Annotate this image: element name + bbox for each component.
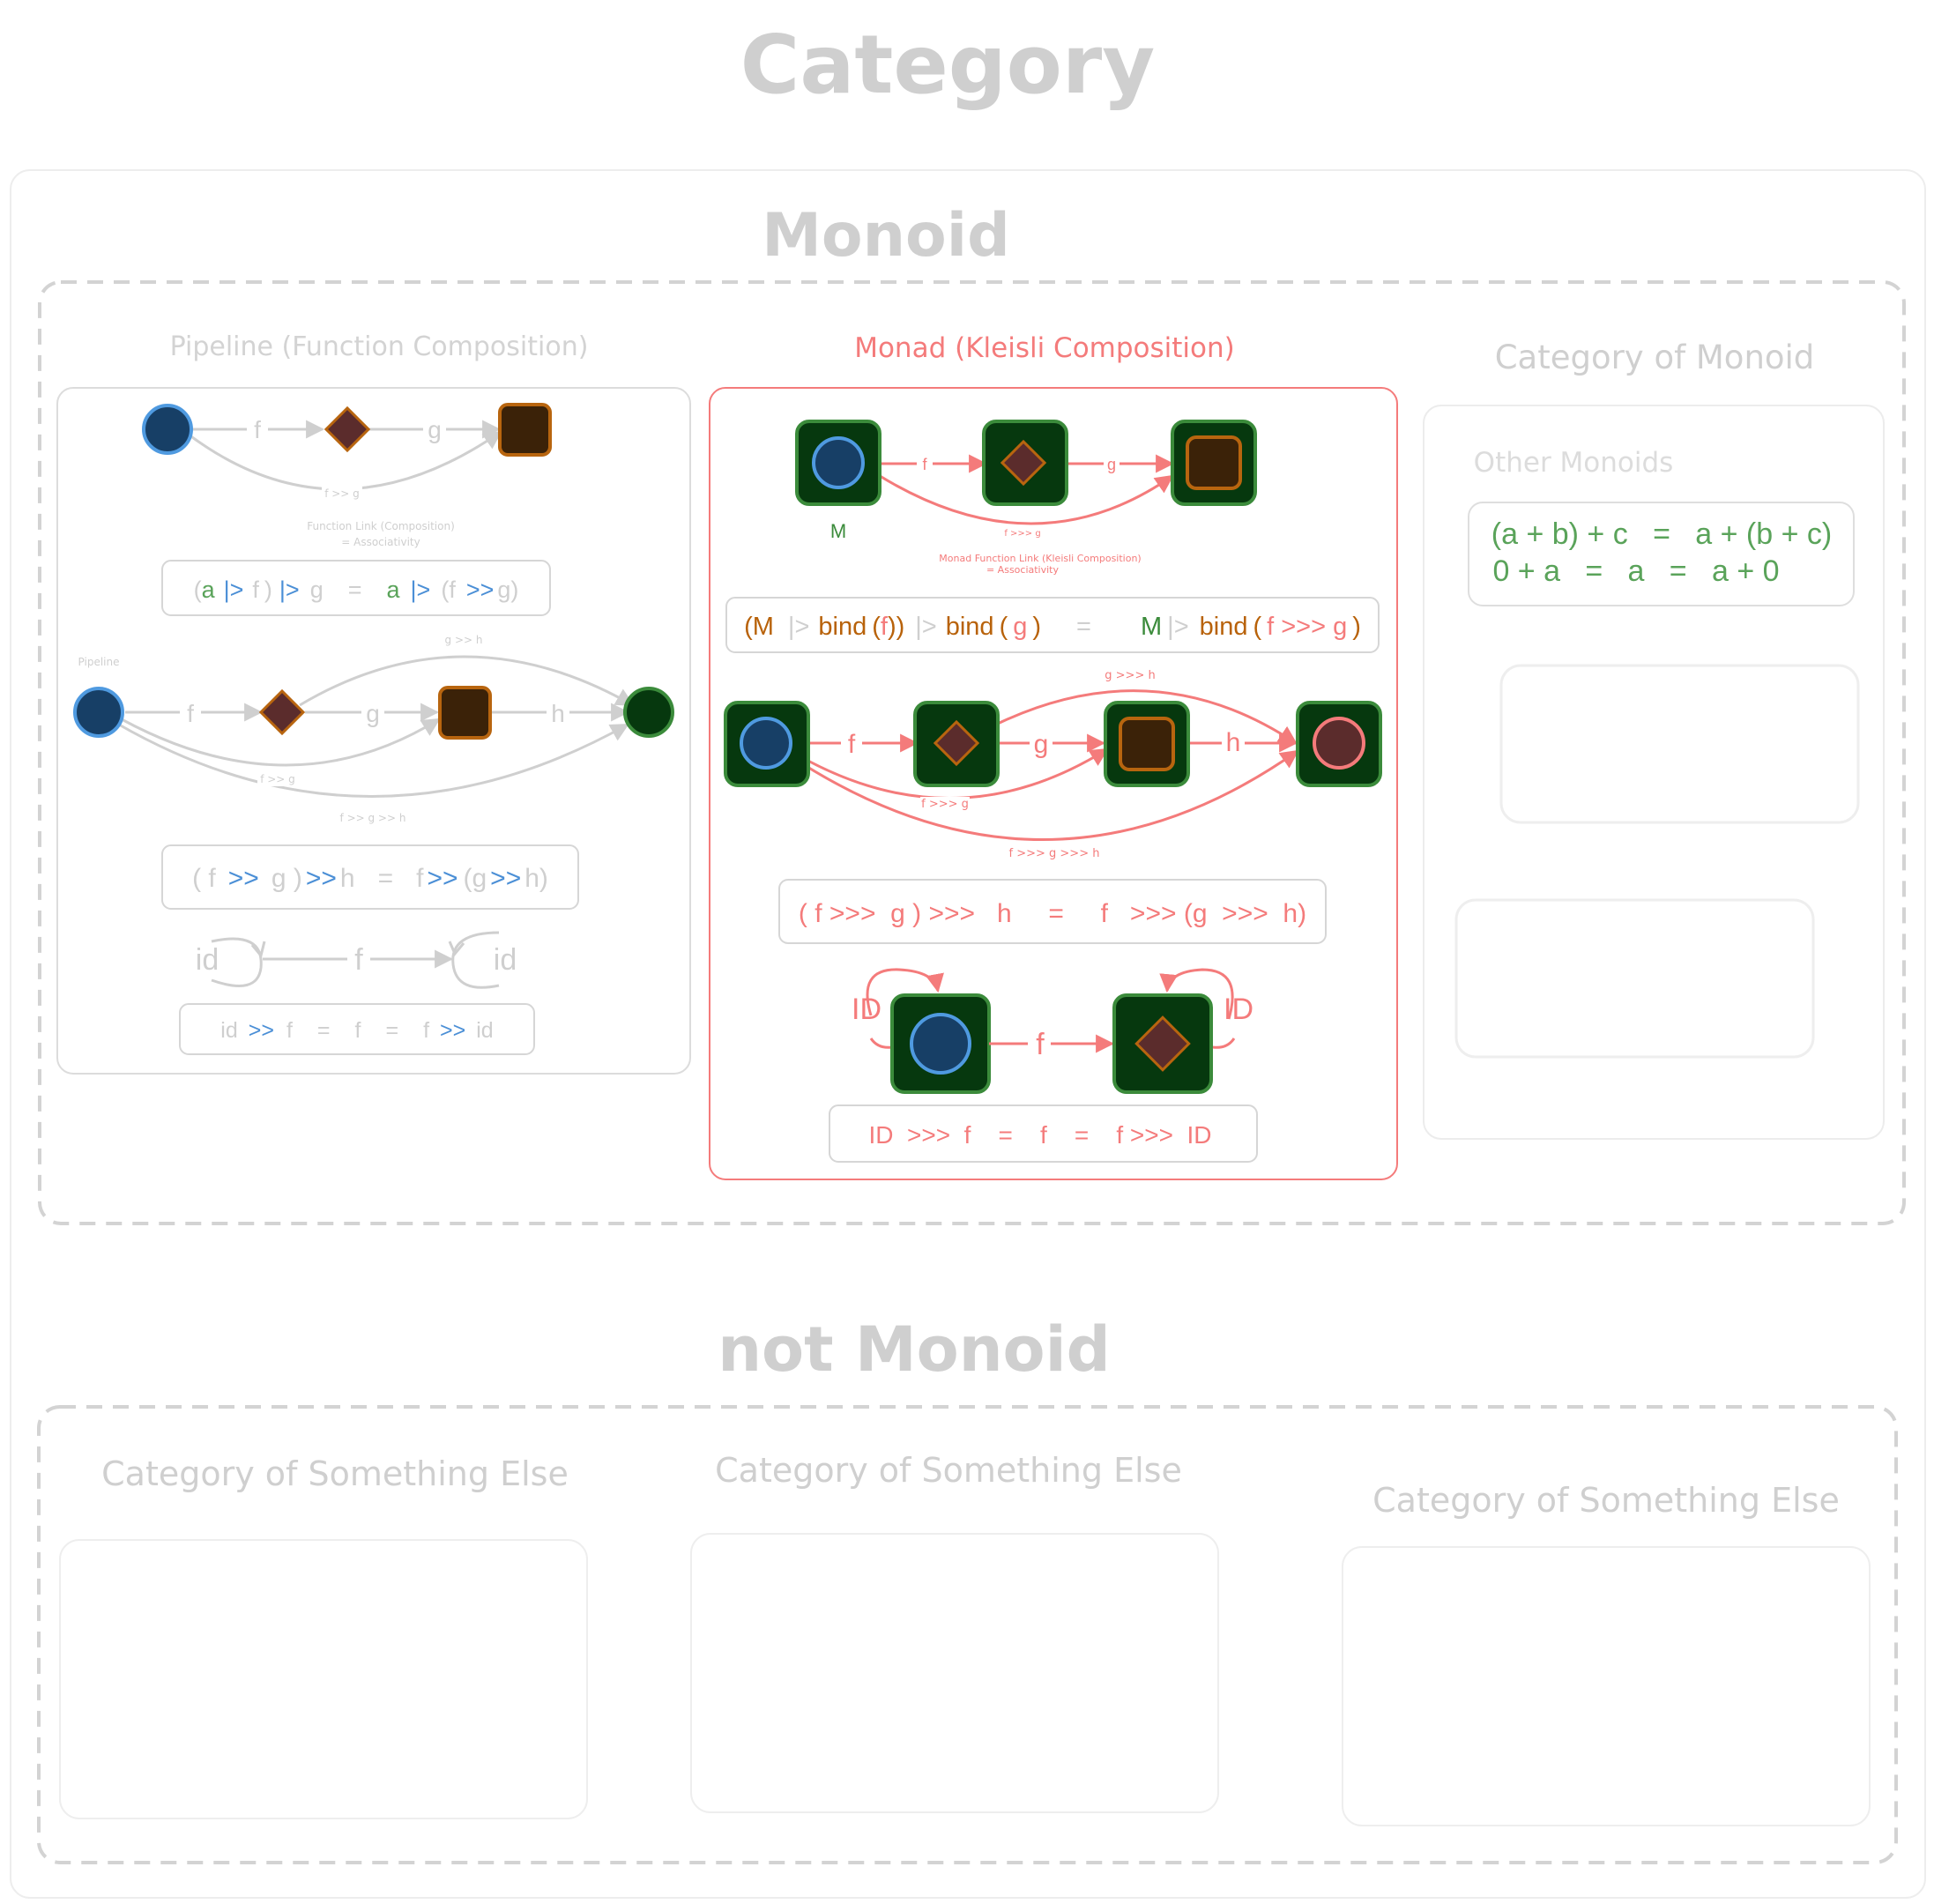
monad-r2-fgh-curve [790, 749, 1299, 841]
pipe-r1-node-diamond [324, 405, 371, 453]
monad-id-node-a [910, 1013, 971, 1075]
monad-r2-gh-label: g >>> h [1105, 669, 1155, 682]
pipe-r2-fg-curve [121, 718, 441, 767]
pipe-id-left-loop [211, 937, 263, 987]
monad-r1-node-a [812, 436, 865, 489]
com-empty-box-2 [1454, 898, 1815, 1059]
com-title: Category of Monoid [1495, 338, 1815, 376]
monad-note2: = Associativity [986, 564, 1060, 576]
pipe-r2-node-a [73, 687, 124, 738]
pipe-formula1-box [161, 560, 551, 616]
monad-id-left-loop [866, 968, 944, 1016]
monoid-frame [38, 280, 1906, 1225]
com-empty-box-1 [1499, 664, 1860, 824]
pipe-r2-gh-curve [299, 655, 635, 707]
pipe-formula1: (a|>f)|>g=a|>(f>>g) [194, 576, 519, 603]
pipe-r2-h-label: h [551, 700, 565, 727]
monad-formula1-box [725, 597, 1380, 653]
monad-panel [709, 387, 1398, 1180]
pipe-formula2: ( f>>g )>>h=f>>(g>>h) [192, 864, 548, 893]
monad-r1-f-label: f [922, 456, 927, 473]
pipe-r1-fg-label: f >> g [324, 487, 360, 500]
monoid-title: Monoid [762, 201, 1010, 271]
monad-formula3: ID >>> f = f = f >>> ID [868, 1121, 1211, 1149]
com-formula-line1: (a + b) + c = a + (b + c) [1491, 517, 1832, 551]
pipe-r2-fg-label: f >> g [260, 773, 295, 785]
monad-formula3-box [829, 1104, 1258, 1163]
monad-r2-g-label: g [1034, 730, 1049, 759]
else-box-1 [59, 1539, 588, 1819]
monad-r2-fgh-label: f >>> g >>> h [1009, 847, 1100, 860]
monad-r1-fg-curve [859, 461, 1174, 525]
pipe-id-right: id [494, 943, 517, 977]
pipe-r2-node-end [623, 687, 674, 738]
pipe-r2-node-square [438, 686, 492, 740]
monad-note1: Monad Function Link (Kleisli Composition… [939, 553, 1141, 564]
else-title-3: Category of Something Else [1372, 1481, 1840, 1520]
monad-r1-node-diamond [1000, 439, 1047, 487]
monad-id-node-diamond [1134, 1015, 1191, 1072]
pipe-note1: Function Link (Composition) [307, 520, 455, 532]
monad-r2-h-label: h [1226, 728, 1241, 757]
monad-id-left: ID [852, 993, 881, 1026]
pipe-r1-f-label: f [254, 416, 261, 443]
monad-r2-node-end [1313, 717, 1365, 770]
pipe-r2-node-diamond [258, 688, 306, 736]
monad-r2-fg-label: f >>> g [921, 798, 969, 811]
pipe-r2-g-label: g [366, 700, 380, 727]
pipe-formula3-box [179, 1003, 535, 1055]
monad-r1-g-label: g [1107, 456, 1116, 473]
else-title-1: Category of Something Else [101, 1454, 569, 1493]
monad-id-right: ID [1224, 993, 1253, 1026]
not-monoid-frame [37, 1405, 1898, 1864]
monad-formula1: (M|>bind(f))|>bind(g)=M|>bind(f >>> g) [744, 613, 1361, 641]
com-subtitle: Other Monoids [1474, 447, 1674, 479]
else-box-3 [1342, 1546, 1871, 1826]
pipe-r2-gh-label: g >> h [445, 634, 483, 646]
monad-r2-node-square [1119, 717, 1175, 771]
com-formula-line2: 0 + a = a = a + 0 [1492, 554, 1779, 588]
monad-id-f: f [1036, 1028, 1045, 1061]
monad-id-right-loop [1159, 968, 1234, 1020]
pipe-formula3: id>>f=f=f>>id [220, 1018, 493, 1043]
monad-formula2: ( f >>> g ) >>> h = f >>> (g >>> h) [799, 899, 1306, 928]
monad-title: Monad (Kleisli Composition) [854, 332, 1235, 364]
monad-r1-fg-label: f >>> g [1004, 529, 1040, 539]
com-formula-box [1468, 502, 1855, 606]
pipe-side-label: Pipeline [78, 656, 120, 668]
pipe-formula2-box [161, 844, 579, 910]
pipe-r1-node-square [498, 403, 552, 457]
pipe-id-left: id [196, 943, 219, 977]
else-box-2 [690, 1533, 1219, 1813]
pipe-r1-g-label: g [428, 416, 442, 443]
pipe-id-f: f [354, 943, 363, 977]
monad-r2-f-label: f [848, 730, 856, 759]
monad-r1-m-label: M [830, 520, 846, 542]
pipe-id-right-loop [451, 931, 500, 989]
pipe-r2-f-label: f [187, 700, 194, 727]
monad-r2-node-a [740, 717, 792, 770]
pipe-r1-node-a [142, 404, 193, 455]
category-title: Category [740, 18, 1155, 112]
pipe-note2: = Associativity [341, 536, 420, 548]
category-frame [10, 169, 1926, 1899]
pipe-r2-fgh-curve [118, 723, 629, 798]
pipeline-title: Pipeline (Function Composition) [170, 331, 589, 362]
monad-r1-node-square [1186, 435, 1242, 490]
monad-r2-gh-curve [978, 689, 1298, 745]
not-monoid-title: not Monoid [718, 1313, 1111, 1386]
else-title-2: Category of Something Else [715, 1451, 1182, 1490]
monad-formula2-box [778, 879, 1327, 944]
pipeline-panel [56, 387, 691, 1075]
pipe-r2-fgh-label: f >> g >> h [340, 812, 406, 824]
monad-r2-node-diamond [933, 719, 980, 767]
com-panel [1423, 405, 1885, 1140]
